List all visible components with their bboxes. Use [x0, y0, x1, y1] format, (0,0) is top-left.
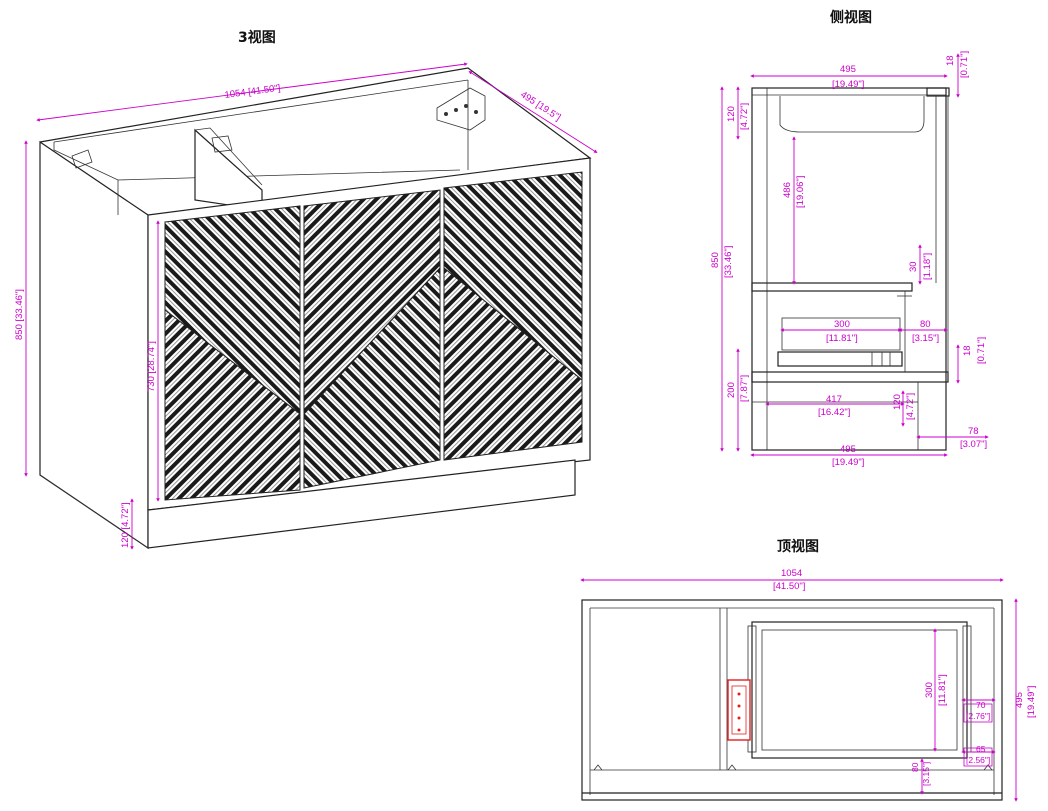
- side-toe-in-dim: [3.07"]: [960, 439, 987, 450]
- side-toe-dim: 78: [968, 426, 979, 437]
- side-bottom-thick-in-dim: [0.71"]: [976, 337, 987, 364]
- side-top-thick-in-dim: [0.71"]: [959, 51, 970, 78]
- top-view-title: 顶视图: [777, 538, 819, 555]
- iso-width-dim: 1054 [41.50"]: [224, 83, 281, 101]
- door-panel-right: [443, 171, 583, 461]
- top-side-gap-dim: 70: [976, 700, 986, 710]
- top-front-in-dim: [3.15"]: [921, 762, 931, 786]
- side-shelf-gap-dim: 30: [908, 261, 919, 272]
- top-rail-in-dim: [2.56"]: [966, 755, 990, 765]
- side-total-height-dim: 850: [710, 252, 721, 268]
- iso-base-dim: 120 [4.72"]: [120, 502, 131, 548]
- door-panel-center: [303, 189, 441, 489]
- side-bottom-thick-dim: 18: [962, 345, 973, 356]
- side-base-height-dim: 200: [726, 382, 737, 398]
- top-view: 1054 [41.50"] 495 [19.49"] 300 [11.81"] …: [580, 568, 1037, 802]
- top-depth-in-dim: [19.49"]: [1026, 686, 1037, 718]
- side-base-depth-in-dim: [16.42"]: [818, 407, 850, 418]
- top-width-in-dim: [41.50"]: [773, 581, 805, 592]
- iso-door-height-dim: 730 [28.74"]: [146, 341, 157, 392]
- top-drawer-depth-dim: 300: [924, 682, 935, 698]
- side-view: 495 [19.49"] 18 [0.71"] 120 [4.72"] 486 …: [710, 51, 989, 468]
- side-shelf-gap-in-dim: [1.18"]: [922, 253, 933, 280]
- side-inner-height-in-dim: [19.06"]: [795, 176, 806, 208]
- side-top-width-dim: 495: [840, 64, 856, 75]
- side-base-inner-dim: 120: [892, 394, 903, 410]
- top-front-dim: 80: [910, 762, 920, 772]
- side-drawer-width-dim: 300: [834, 319, 850, 330]
- side-bottom-width-dim: 495: [840, 444, 856, 455]
- side-top-width-in-dim: [19.49"]: [832, 79, 864, 90]
- side-base-height-in-dim: [7.87"]: [739, 375, 750, 402]
- top-width-dim: 1054: [781, 568, 802, 579]
- side-inner-height-dim: 486: [782, 182, 793, 198]
- iso-height-dim: 850 [33.46"]: [14, 289, 25, 340]
- top-depth-dim: 495: [1014, 692, 1025, 708]
- side-drawer-width-in-dim: [11.81"]: [826, 333, 858, 344]
- outlet-icon: [727, 679, 751, 741]
- side-upper-gap-dim: 120: [726, 106, 737, 122]
- iso-depth-dim: 495 [19.5"]: [518, 89, 562, 123]
- side-drawer-offset-in-dim: [3.15"]: [912, 333, 939, 344]
- bracket-icon: [71, 135, 233, 169]
- side-upper-gap-in-dim: [4.72"]: [739, 103, 750, 130]
- side-total-height-in-dim: [33.46"]: [723, 246, 734, 278]
- three-view-title: 3视图: [238, 29, 276, 46]
- door-panel-left: [164, 205, 301, 501]
- side-view-title: 侧视图: [830, 9, 872, 26]
- top-side-gap-in-dim: [2.76"]: [966, 711, 990, 721]
- side-drawer-offset-dim: 80: [920, 319, 931, 330]
- isometric-view: 1054 [41.50"] 495 [19.5"] 850 [33.46"] 7…: [14, 62, 598, 550]
- top-rail-dim: 65: [976, 744, 986, 754]
- side-bottom-width-in-dim: [19.49"]: [832, 457, 864, 468]
- bracket-icon: [436, 87, 486, 131]
- top-drawer-depth-in-dim: [11.81"]: [937, 674, 948, 706]
- side-top-thick-dim: 18: [945, 55, 956, 66]
- side-base-inner-in-dim: [4.72"]: [905, 393, 916, 420]
- side-base-depth-dim: 417: [826, 394, 842, 405]
